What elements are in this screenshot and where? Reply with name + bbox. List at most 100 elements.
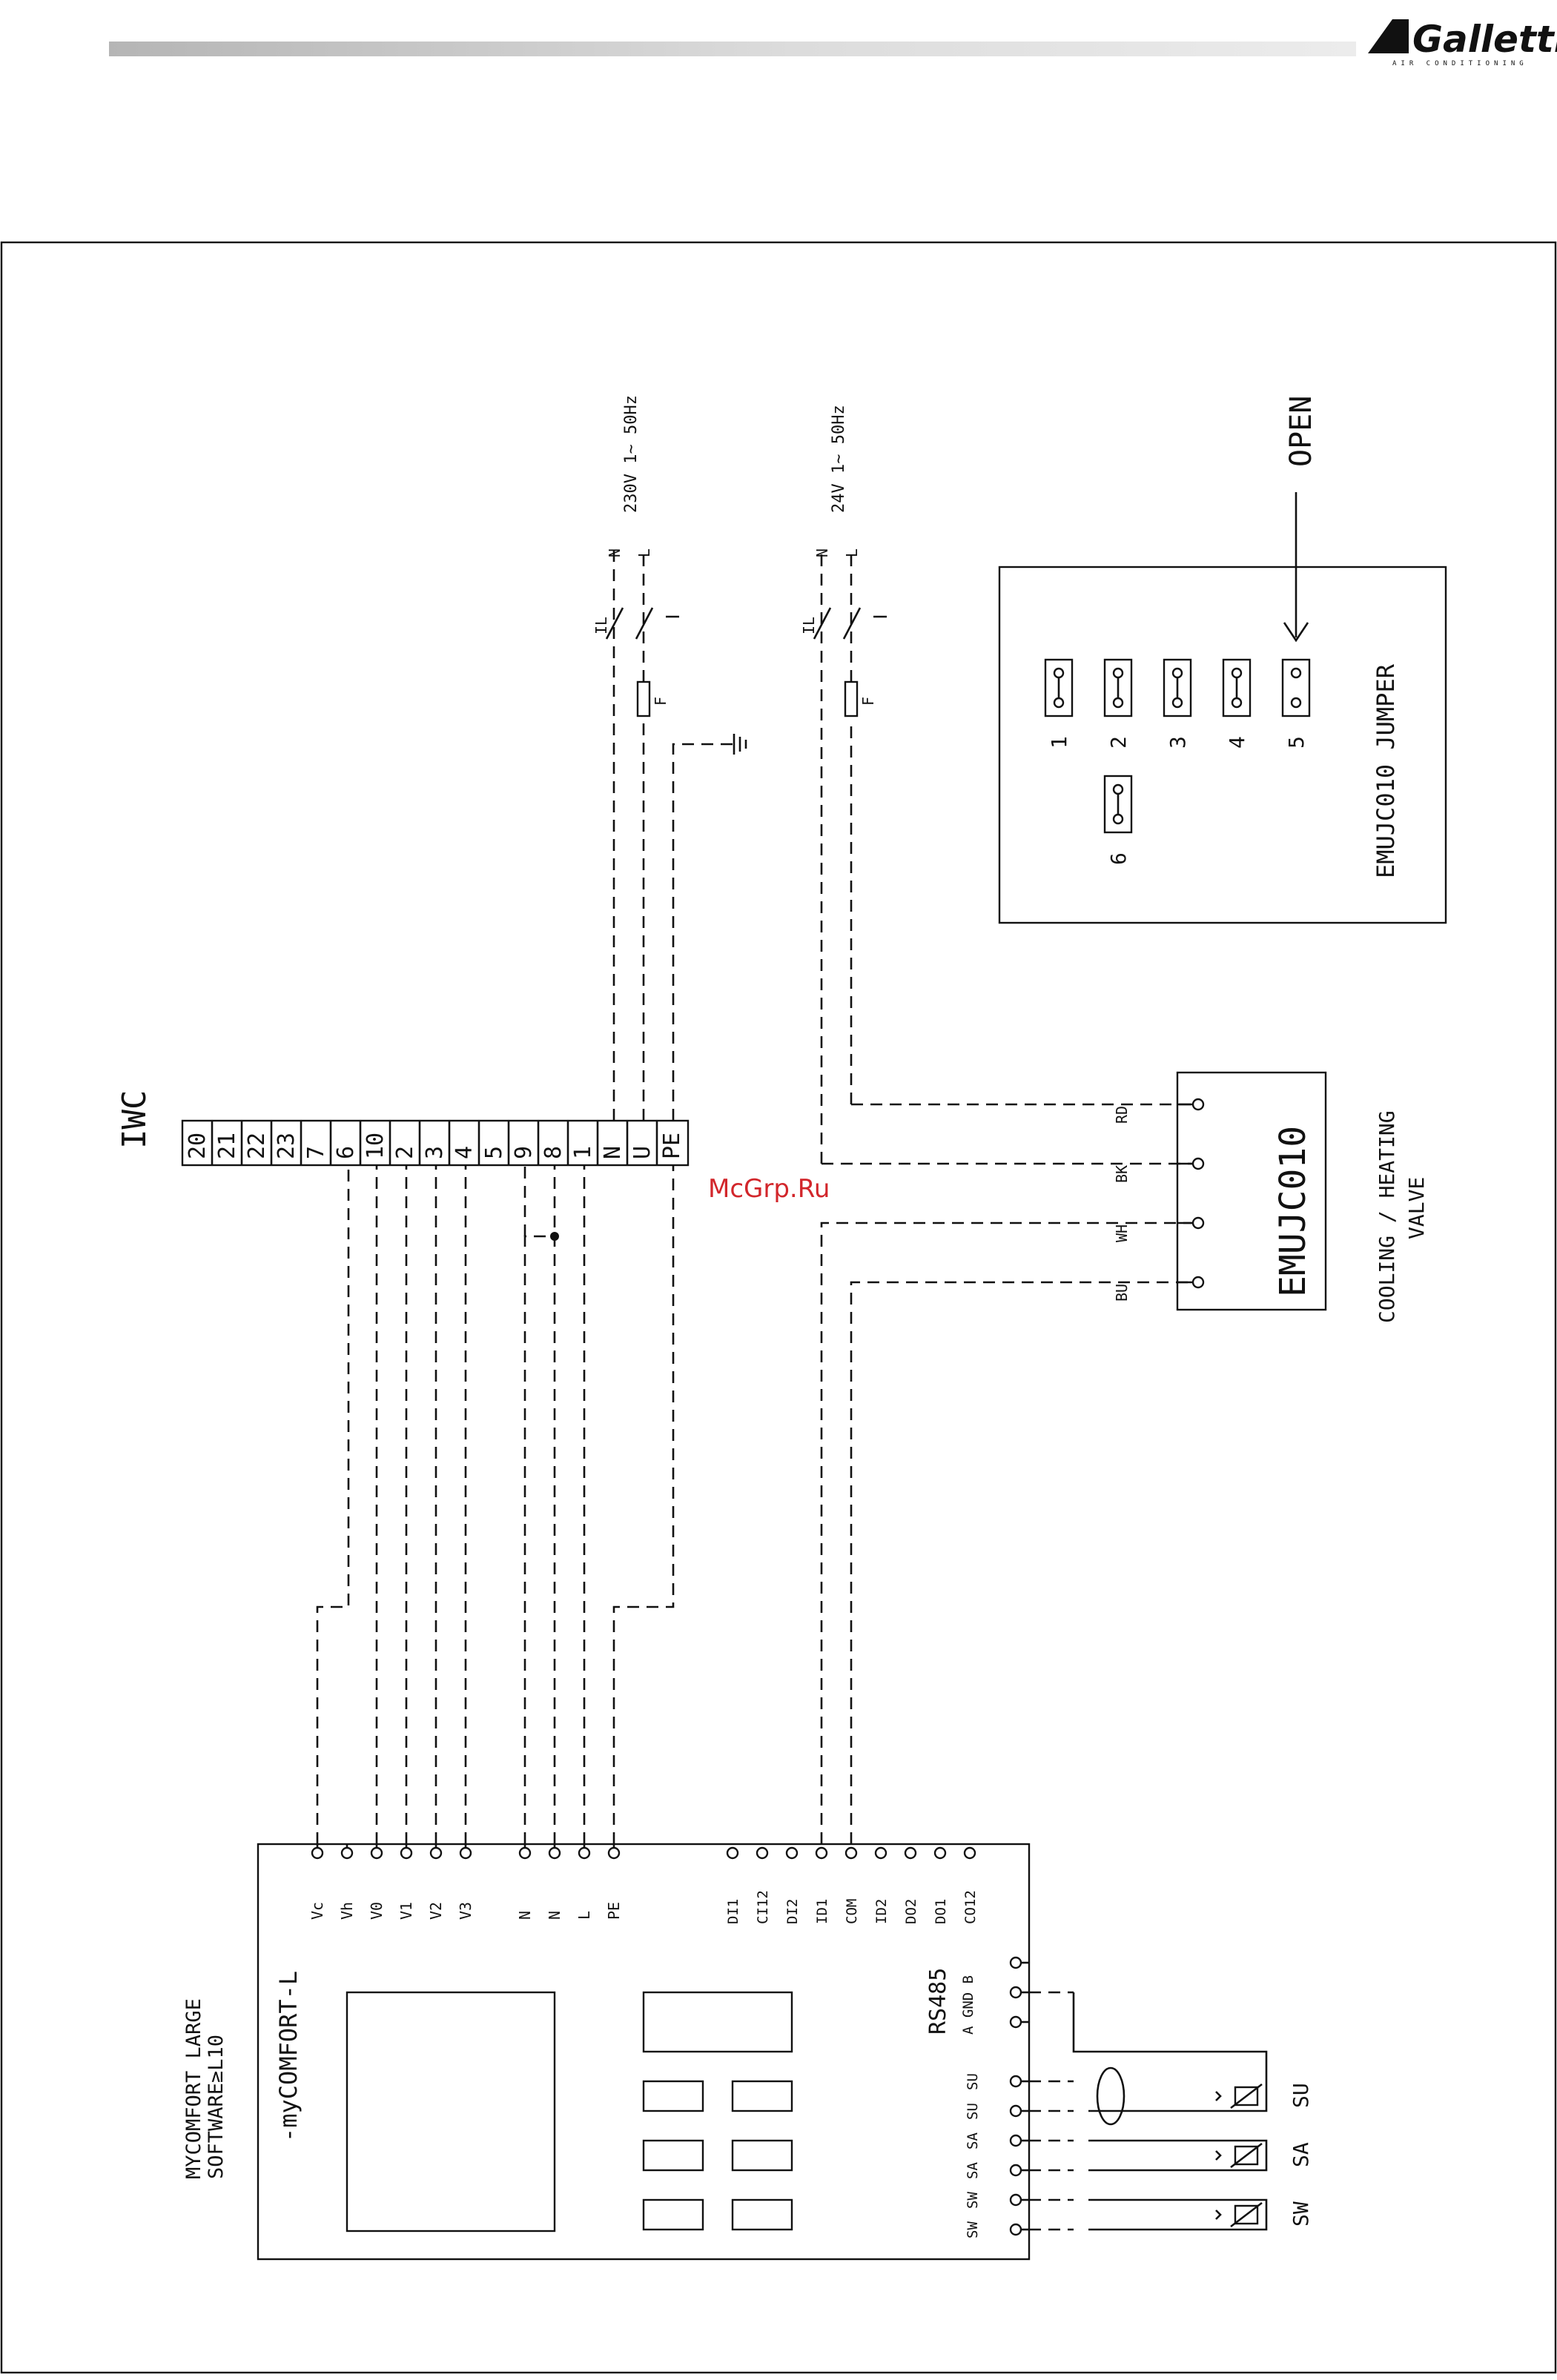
valve-terminal — [1191, 1157, 1205, 1170]
header-bar — [109, 42, 1356, 56]
supply-230-spec: 230V 1∼ 50Hz — [622, 395, 641, 513]
terminal-6: 6 — [333, 1146, 359, 1159]
terminal-point — [1009, 1986, 1022, 1999]
terminal-point — [607, 1846, 621, 1860]
galletti-logo: Galletti AIR CONDITIONING — [1368, 18, 1557, 67]
controller-term-v1: V1 — [397, 1902, 415, 1920]
controller-term-v3: V3 — [457, 1902, 475, 1920]
terminal-5: 5 — [481, 1146, 507, 1159]
controller-term-ci12: CI12 — [755, 1890, 771, 1924]
controller-term-vh: Vh — [338, 1902, 356, 1920]
valve-wire-wh: WH — [1113, 1224, 1131, 1242]
terminal-point — [1009, 2015, 1022, 2029]
terminal-point — [400, 1846, 413, 1860]
switch-24-label: IL — [800, 617, 818, 634]
controller-rs485-terminals — [1009, 1956, 1029, 2029]
controller-name: -myCOMFORT-L — [274, 1971, 303, 2142]
supply-24v: F IL N L 24V 1∼ 50Hz — [800, 405, 887, 717]
keypad — [642, 2080, 793, 2231]
fuse-230-label: F — [652, 697, 670, 706]
valve-wire-rd: RD — [1113, 1106, 1131, 1124]
jumper-3: 3 — [1163, 658, 1192, 749]
controller-term-do2: DO2 — [903, 1899, 919, 1924]
terminal-point — [1009, 2134, 1022, 2147]
controller-term-sw: SW — [965, 2192, 981, 2209]
terminal-1: 1 — [570, 1146, 596, 1159]
sensor-sw: SW — [1215, 2201, 1313, 2228]
valve-label-line2: VALVE — [1404, 1177, 1429, 1239]
terminal-4: 4 — [452, 1146, 477, 1159]
open-label: OPEN — [1284, 396, 1318, 467]
terminal-point — [1009, 2075, 1022, 2088]
top-button — [642, 1991, 793, 2053]
valve-wire-bu: BU — [1113, 1284, 1131, 1302]
controller-term-com: COM — [844, 1899, 860, 1924]
controller-term-co12: CO12 — [962, 1890, 979, 1924]
terminal-point — [1009, 2193, 1022, 2207]
terminal-point — [429, 1846, 443, 1860]
terminal-point — [311, 1846, 324, 1860]
terminal-point — [1009, 1956, 1022, 1969]
terminal-23: 23 — [274, 1133, 300, 1159]
jumper-label-2: 2 — [1106, 736, 1131, 749]
terminal-point — [815, 1846, 828, 1860]
valve-label-line1: COOLING / HEATING — [1375, 1110, 1399, 1323]
controller-term-su: SU — [965, 2073, 981, 2090]
valve-terminal — [1191, 1216, 1205, 1230]
fuse-icon — [636, 680, 651, 717]
controller-term-su: SU — [965, 2103, 981, 2120]
terminal-N: N — [600, 1146, 626, 1159]
switch-230-label: IL — [592, 617, 610, 634]
terminal-9: 9 — [511, 1146, 537, 1159]
jumper-label-5: 5 — [1284, 736, 1309, 749]
jumper-2: 2 — [1103, 658, 1133, 749]
controller-term-do1: DO1 — [933, 1899, 949, 1924]
sensor-label-su: SU — [1289, 2083, 1313, 2108]
sensor-su: SU — [1215, 2083, 1313, 2109]
terminal-point — [726, 1846, 739, 1860]
terminal-point — [756, 1846, 769, 1860]
jumper-label-4: 4 — [1225, 736, 1249, 749]
watermark-text: McGrp.Ru — [708, 1174, 830, 1204]
terminal-2: 2 — [392, 1146, 418, 1159]
valve-terminal — [1191, 1276, 1205, 1289]
jumper-4: 4 — [1222, 658, 1252, 749]
terminal-22: 22 — [244, 1133, 270, 1159]
logo-subtext: AIR CONDITIONING — [1392, 60, 1528, 67]
supply-230-l: L — [635, 548, 653, 557]
terminal-point — [518, 1846, 532, 1860]
controller-term-v0: V0 — [368, 1902, 386, 1920]
supply-24-spec: 24V 1∼ 50Hz — [830, 405, 848, 513]
terminal-point — [459, 1846, 472, 1860]
rs485-terminal-labels: A GND B — [960, 1975, 976, 2035]
terminal-21: 21 — [214, 1133, 240, 1159]
controller-term-sw: SW — [965, 2221, 981, 2238]
jumper-6: 6 — [1103, 775, 1133, 865]
fuse-icon — [844, 680, 859, 717]
terminal-point — [844, 1846, 858, 1860]
supply-230v: F IL N L 230V 1∼ 50Hz — [592, 395, 679, 717]
controller-title-line2: SOFTWARE≥L10 — [205, 2035, 228, 2179]
controller-term-pe: PE — [605, 1902, 623, 1920]
controller-title-line1: MYCOMFORT LARGE — [182, 1998, 205, 2179]
sensor-label-sw: SW — [1289, 2201, 1313, 2227]
terminal-block-label: IWC — [116, 1090, 153, 1149]
terminal-point — [874, 1846, 887, 1860]
jumper-1: 1 — [1044, 658, 1074, 749]
terminal-point — [904, 1846, 917, 1860]
terminal-point — [1009, 2104, 1022, 2118]
controller-term-n: N — [516, 1911, 534, 1920]
terminal-U: U — [629, 1146, 655, 1159]
terminal-point — [578, 1846, 591, 1860]
terminal-10: 10 — [363, 1133, 389, 1159]
fuse-24-label: F — [859, 697, 877, 706]
controller-term-id1: ID1 — [814, 1899, 830, 1924]
terminal-3: 3 — [422, 1146, 448, 1159]
